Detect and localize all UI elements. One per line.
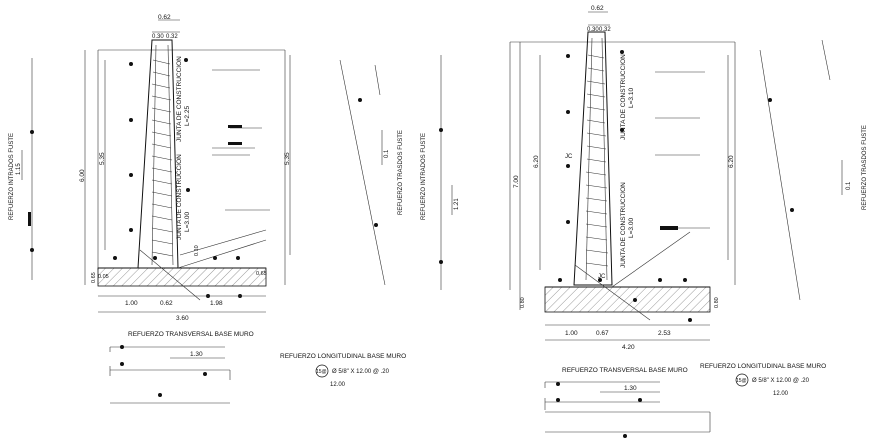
left-base-reinforcement: REFUERZO TRANSVERSAL BASE MURO 1.30 REFU… [109,331,406,404]
side-label-intrados: REFUERZO INTRADOS FUSTE [9,133,15,220]
dim-height-stem: 5.35 [99,152,106,165]
dim-footing-right: 0.65 [256,271,267,277]
dim-footing-a: 0.65 [91,272,97,283]
jc-1-r: JC [565,154,573,160]
dim-top-a-r: 0.30 [587,27,599,33]
dim-height-right-r: 6.20 [728,155,735,168]
dim-small-1-r: 1.21 [454,198,460,210]
dim-base-a-r: 1.00 [565,330,578,337]
dim-height-stem-r: 6.20 [533,155,540,168]
left-wall-section: 0.62 0.30 0.32 6.00 5.35 5.35 JUNTA DE C… [79,14,291,322]
bar-markers-right [558,50,692,322]
joint-2-level-r: L=3.00 [628,218,635,238]
dim-base-b-r: 0.67 [596,330,609,337]
dim-top-total: 0.62 [158,14,171,21]
dim-base-a: 1.00 [125,300,138,307]
joint-1-level: L=2.25 [184,106,191,126]
dim-height-total: 6.00 [79,169,86,182]
dim-base-c: 1.98 [210,300,223,307]
dim-footing-a-r: 0.80 [520,297,526,308]
left-intrados-bar-detail: REFUERZO INTRADOS FUSTE 1.15 [9,58,34,280]
long-spec-left: Ø 5/8" X 12.00 @ .20 [332,369,390,375]
joint-1-label: JUNTA DE CONSTRUCCION [176,56,183,142]
dim-top-a: 0.30 [152,34,164,40]
right-wall-section: 0.62 0.30 0.32 7.00 6.20 6.20 JUNTA DE C… [509,5,736,351]
long-length-left: 12.00 [330,382,346,388]
right-base-reinforcement: REFUERZO TRANSVERSAL BASE MURO 1.30 REFU… [544,363,826,438]
dim-base-c-r: 2.53 [658,330,671,337]
dim-small-2: 0.1 [384,149,390,158]
dim-height-right: 5.35 [284,152,291,165]
long-tag-right: 15@ [736,378,747,384]
side-label-trasdos: REFUERZO TRASDOS FUSTE [398,130,404,215]
longitudinal-title-right: REFUERZO LONGITUDINAL BASE MURO [700,363,826,370]
dim-height-total-r: 7.00 [513,175,520,188]
transversal-title-right: REFUERZO TRANSVERSAL BASE MURO [562,367,688,374]
dim-footing-right-r: 0.80 [714,297,720,308]
jc-2-r: JC [598,274,606,280]
transversal-title-left: REFUERZO TRANSVERSAL BASE MURO [128,331,254,338]
left-trasdos-bar-detail: REFUERZO TRASDOS FUSTE 0.1 [339,59,404,286]
joint-2-label: JUNTA DE CONSTRUCCION [176,154,183,240]
dim-base-total: 3.60 [176,315,189,322]
annotation-leaders-left [212,69,270,211]
side-label-intrados-r: REFUERZO INTRADOS FUSTE [421,133,427,220]
joint-2-level: L=3.00 [184,212,191,232]
long-tag-left: 15@ [316,369,327,375]
right-trasdos-bar-detail: REFUERZO TRASDOS FUSTE 0.1 [759,39,868,301]
transversal-dim-right: 1.30 [624,385,637,392]
dim-base-b: 0.62 [160,300,173,307]
joint-1-label-r: JUNTA DE CONSTRUCCION [620,54,627,140]
joint-2-label-r: JUNTA DE CONSTRUCCION [620,182,627,268]
annotation-leaders-right [655,71,710,229]
dim-top-b: 0.32 [166,34,178,40]
dim-top-total-r: 0.62 [591,5,604,12]
mark-small: 0.10 [194,245,200,256]
longitudinal-title-left: REFUERZO LONGITUDINAL BASE MURO [280,353,406,360]
long-length-right: 12.00 [773,391,789,397]
dim-top-b-r: 0.32 [599,27,611,33]
transversal-dim-left: 1.30 [190,351,203,358]
right-intrados-bar-detail: REFUERZO INTRADOS FUSTE 1.21 [421,55,460,290]
dim-footing-b: 0.05 [98,274,109,280]
joint-1-level-r: L=3.10 [628,88,635,108]
dim-base-total-r: 4.20 [622,344,635,351]
long-spec-right: Ø 5/8" X 12.00 @ .20 [752,378,810,384]
side-label-trasdos-r: REFUERZO TRASDOS FUSTE [862,125,868,210]
dim-small-1: 1.15 [16,163,22,175]
dim-small-2-r: 0.1 [846,181,852,190]
